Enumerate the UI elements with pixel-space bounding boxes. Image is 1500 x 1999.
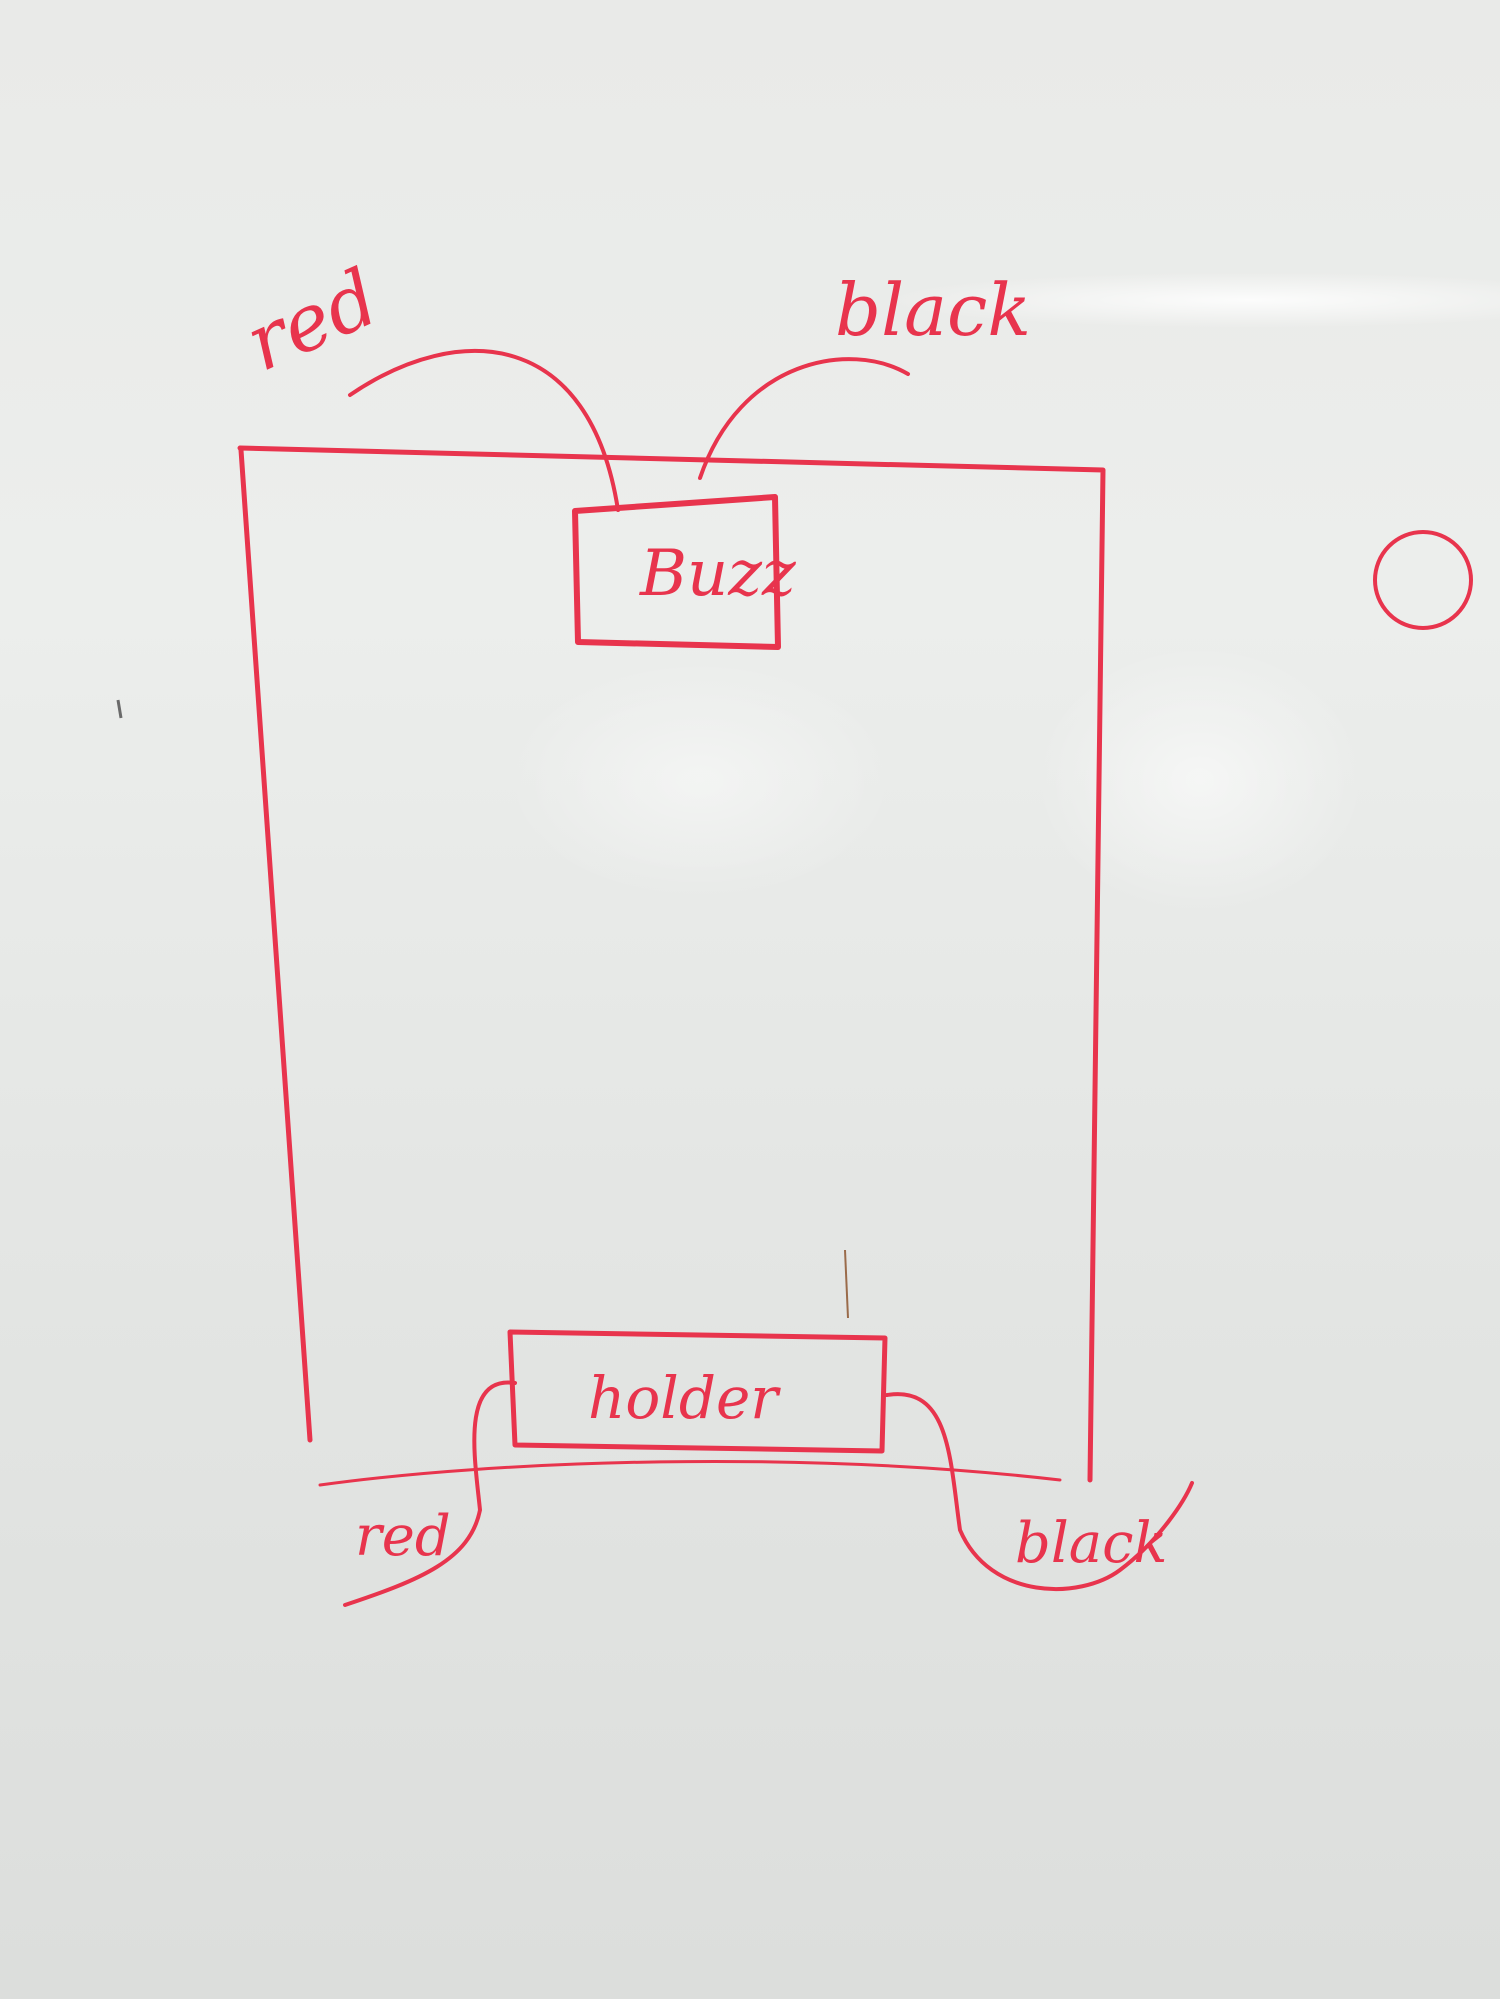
buzzer-box: [572, 494, 781, 650]
bottom-red-wire: [343, 1380, 517, 1607]
circle-mark: [1373, 530, 1473, 630]
bottom-left-wire-label: red: [355, 1504, 451, 1569]
stray-mark: [844, 1249, 849, 1319]
top-left-wire-label: red: [233, 253, 391, 389]
stray-dot: [116, 699, 123, 719]
bottom-wire: [318, 1460, 1062, 1487]
battery-holder-box: [507, 1329, 888, 1454]
top-right-wire-label: black: [835, 268, 1031, 352]
top-black-wire: [698, 357, 910, 480]
battery-holder-label: holder: [588, 1364, 781, 1432]
outer-frame: [237, 445, 1106, 1483]
bottom-black-wire: [885, 1392, 1194, 1592]
buzzer-label: Buzz: [639, 537, 797, 611]
top-red-wire: [348, 348, 620, 512]
bottom-right-wire-label: black: [1015, 1511, 1167, 1576]
